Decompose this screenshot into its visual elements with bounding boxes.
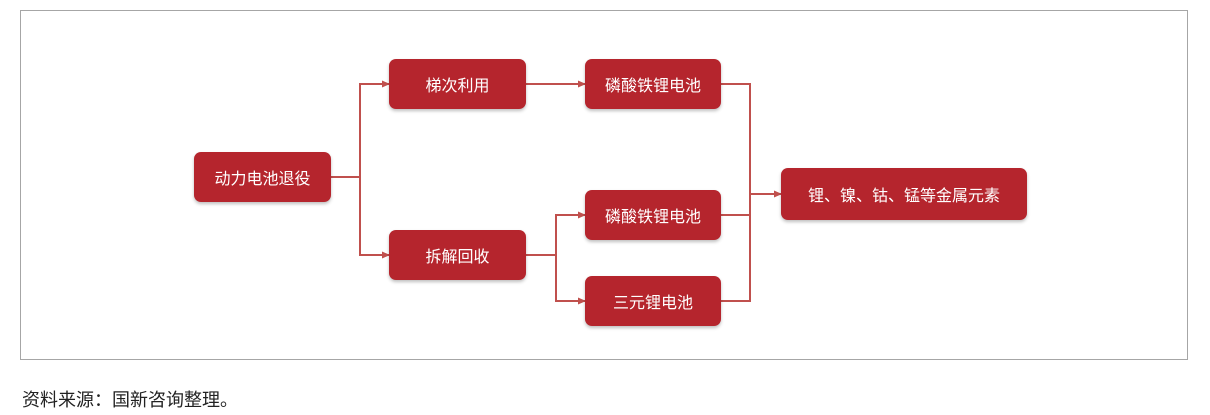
edge-retirement-to-cascade (331, 80, 390, 178)
node-metal-elements: 锂、镍、钴、锰等金属元素 (781, 168, 1027, 220)
node-dismantle-recycle-label: 拆解回收 (425, 247, 490, 266)
node-cascade-use: 梯次利用 (389, 59, 526, 109)
edge-lfp-top-merge (721, 83, 751, 302)
edge-retirement-to-dismantle (359, 177, 390, 259)
node-ternary-battery-label: 三元锂电池 (612, 293, 693, 312)
node-cascade-use-label: 梯次利用 (425, 76, 490, 95)
node-dismantle-recycle: 拆解回收 (389, 230, 526, 280)
node-retirement: 动力电池退役 (194, 152, 331, 202)
source-caption: 资料来源：国新咨询整理。 (22, 390, 238, 411)
edge-dismantle-to-lfp-mid (526, 211, 586, 256)
node-ternary-battery: 三元锂电池 (585, 276, 721, 326)
node-lfp-battery-top-label: 磷酸铁锂电池 (604, 76, 701, 95)
node-lfp-battery-mid: 磷酸铁锂电池 (585, 190, 721, 240)
node-metal-elements-label: 锂、镍、钴、锰等金属元素 (807, 186, 1000, 205)
node-lfp-battery-top: 磷酸铁锂电池 (585, 59, 721, 109)
node-lfp-battery-mid-label: 磷酸铁锂电池 (604, 207, 701, 226)
edge-dismantle-to-ternary (555, 255, 586, 305)
node-retirement-label: 动力电池退役 (214, 169, 311, 188)
diagram-frame (20, 10, 1188, 360)
